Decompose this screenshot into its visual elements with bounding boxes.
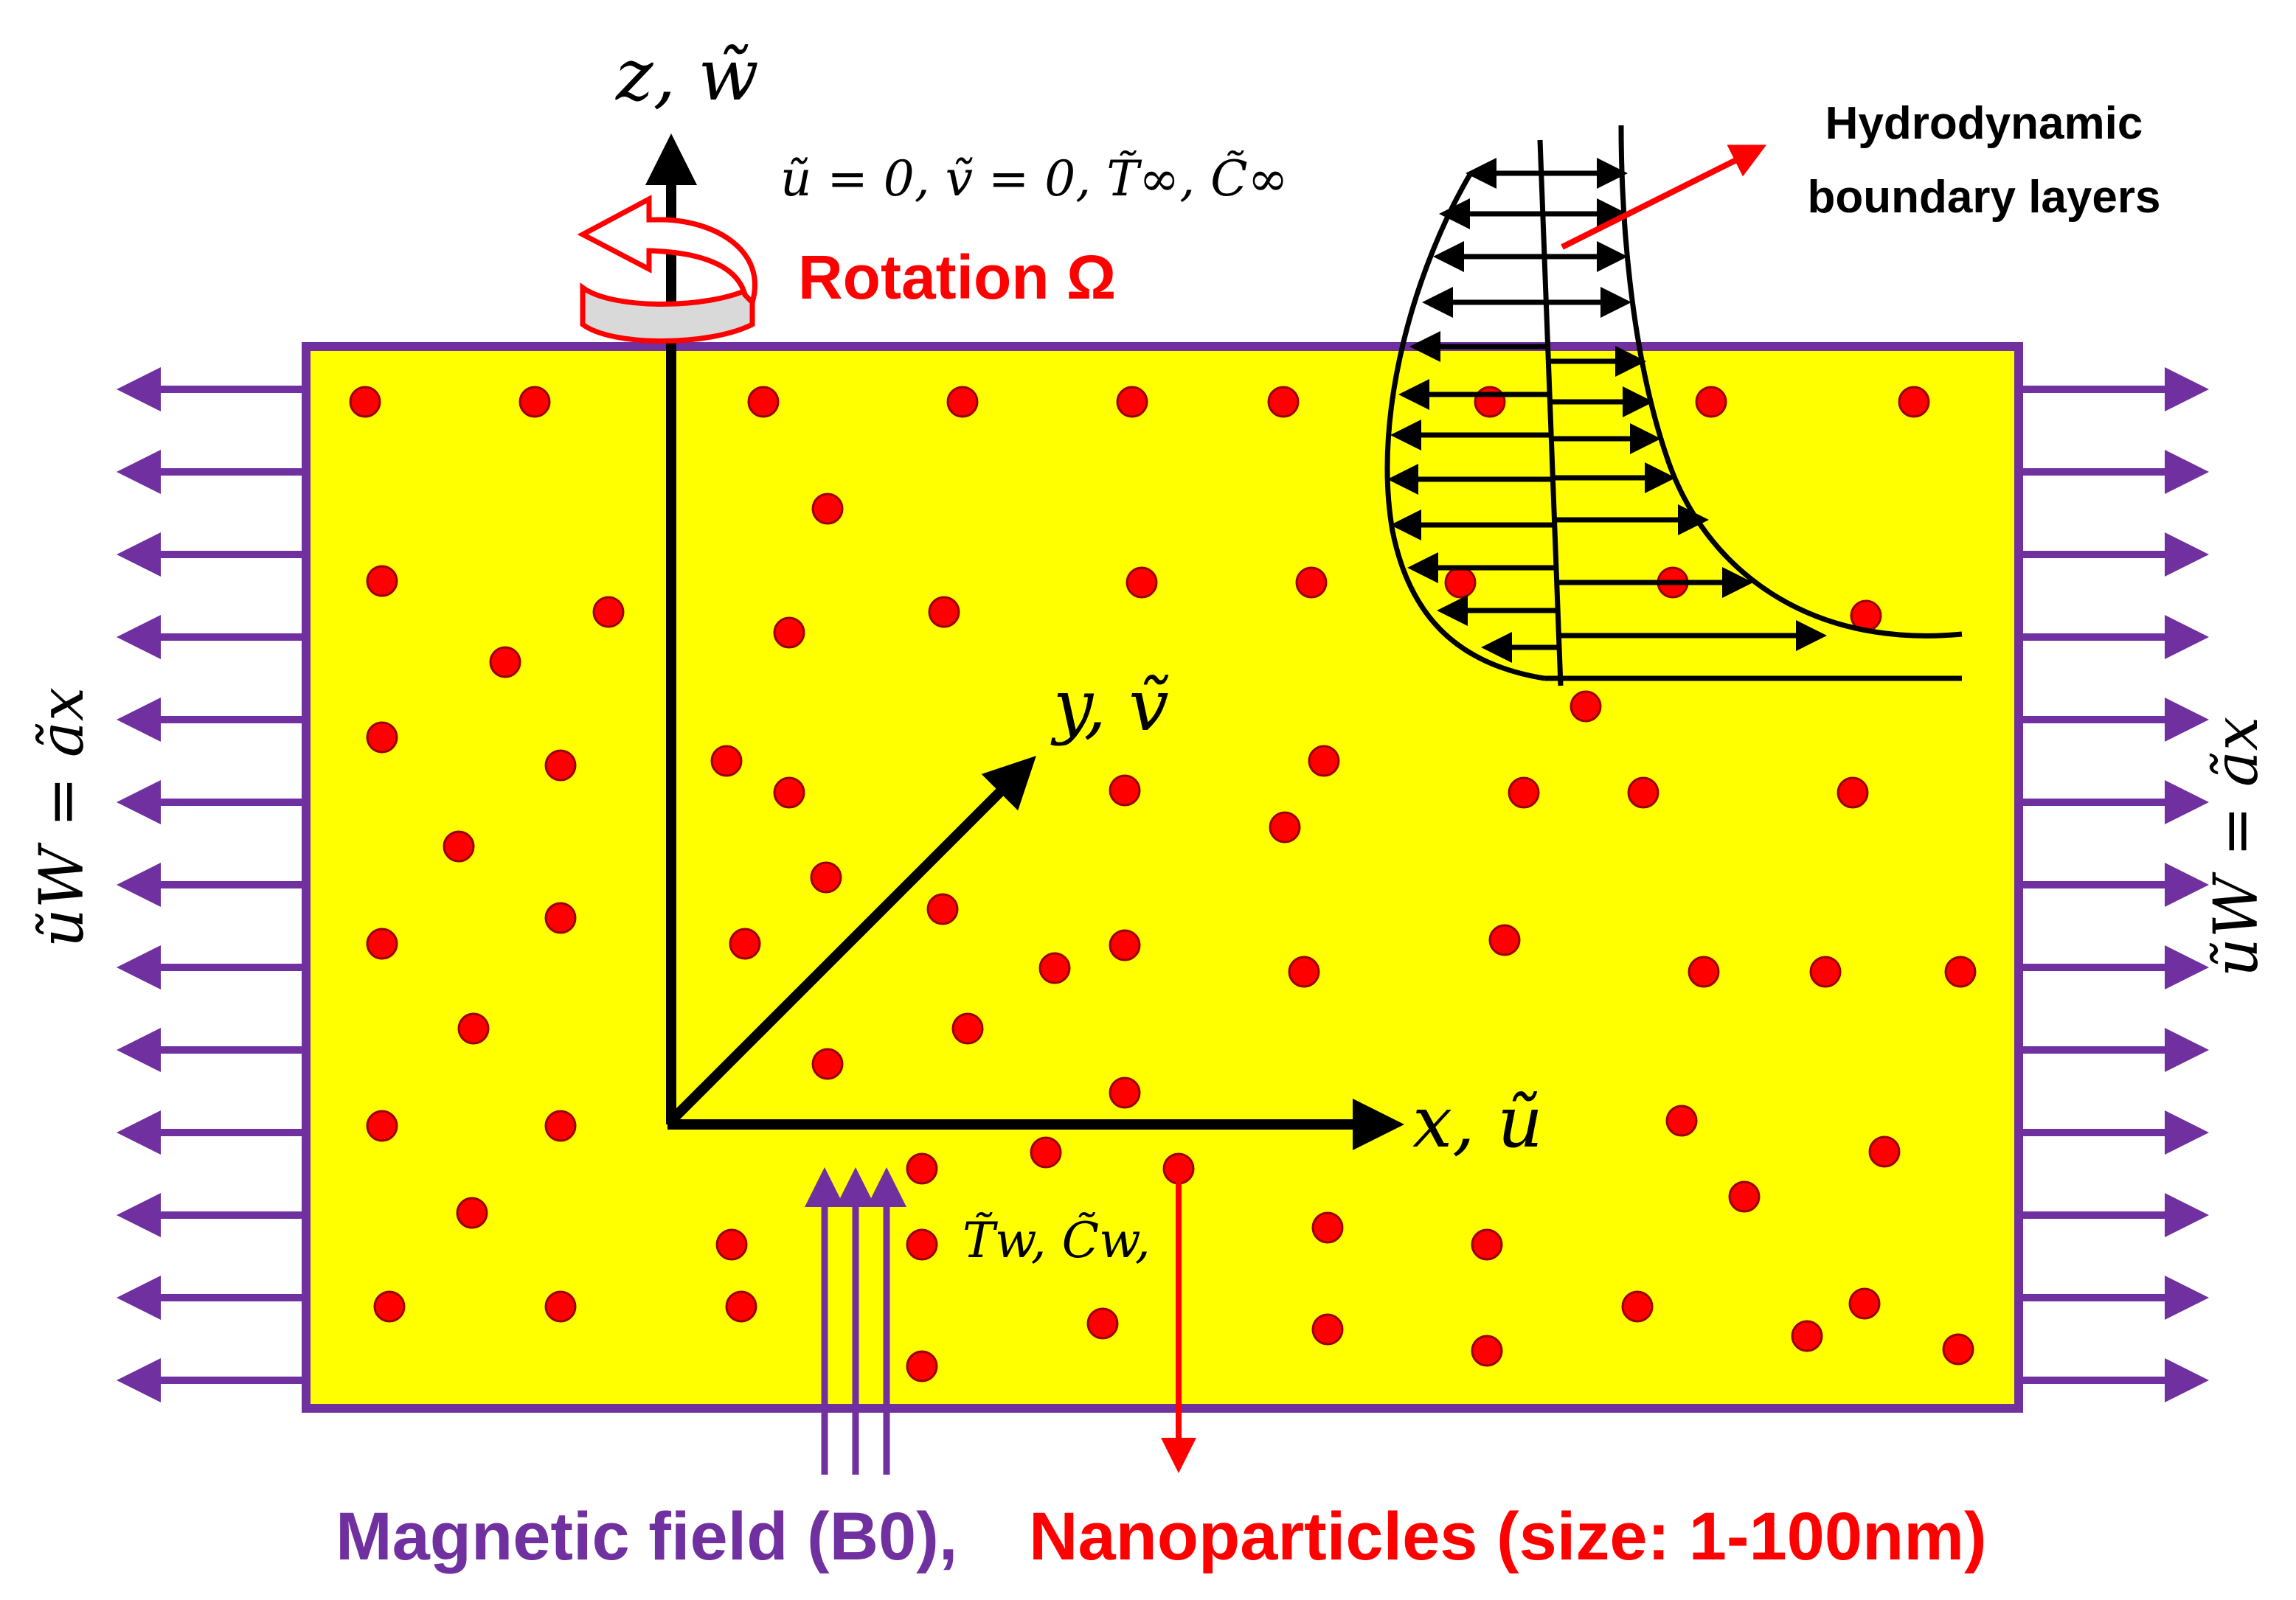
nanoparticle-dot bbox=[544, 902, 577, 934]
z-axis-label: z, w̃ bbox=[615, 34, 759, 116]
nanoparticle-dot bbox=[729, 928, 761, 960]
y-axis-label: y, ṽ bbox=[1050, 664, 1169, 747]
nanoparticle-dot bbox=[1791, 1320, 1823, 1352]
nanoparticle-dot bbox=[373, 1290, 406, 1323]
y-axis bbox=[667, 756, 1036, 1124]
nanoparticle-dot bbox=[1126, 566, 1158, 599]
nanoparticle-dot bbox=[1868, 1135, 1901, 1168]
nanoparticle-dot bbox=[1311, 1211, 1344, 1244]
nanoparticle-dot bbox=[1809, 956, 1842, 988]
nanoparticle-dot bbox=[1162, 1152, 1195, 1185]
nanoparticle-dot bbox=[1295, 566, 1328, 599]
stretching-plate bbox=[302, 342, 2023, 1413]
nanoparticle-dot bbox=[1269, 811, 1301, 844]
nanoparticle-dot bbox=[1695, 386, 1727, 418]
magnetic-field-arrows bbox=[805, 1167, 906, 1475]
nanoparticle-dot bbox=[1030, 1136, 1062, 1169]
magnetic-field-label: Magnetic field (B0), bbox=[336, 1499, 957, 1574]
far-field-condition: ũ = 0, ṽ = 0, T̃∞, C̃∞ bbox=[780, 150, 1289, 207]
nanoparticle-dot bbox=[1288, 956, 1320, 988]
nanoparticle-dot bbox=[489, 646, 521, 678]
right-stretching-velocity: ũW = ãx bbox=[2202, 717, 2272, 977]
boundary-layer-label-line1: Hydrodynamic bbox=[1825, 98, 2143, 149]
nanoparticle-dot bbox=[1474, 386, 1506, 418]
nanoparticle-dot bbox=[1621, 1290, 1654, 1323]
nanoparticle-dot bbox=[366, 721, 398, 754]
nanoparticle-dot bbox=[457, 1012, 490, 1045]
boundary-layer-profile bbox=[1384, 125, 1963, 686]
nanoparticle-dot bbox=[1570, 690, 1602, 723]
nanoparticle-dot bbox=[518, 386, 551, 418]
nanoparticle-dot bbox=[1267, 386, 1300, 418]
nanoparticle-dot bbox=[906, 1350, 938, 1382]
nanoparticle-dot bbox=[906, 1228, 938, 1261]
boundary-layer-right-curve bbox=[1618, 125, 1963, 639]
nanoparticle-dot bbox=[443, 830, 475, 863]
nanoparticle-dot bbox=[1471, 1228, 1503, 1261]
left-stretch-arrows bbox=[117, 367, 306, 1402]
nanoparticle-dot bbox=[1038, 952, 1071, 984]
nanoparticle-dot bbox=[1688, 956, 1720, 988]
nanoparticle-dot bbox=[1898, 386, 1930, 418]
left-stretching-velocity: ũW = ãx bbox=[27, 687, 97, 947]
nanoparticle-dot bbox=[710, 745, 743, 777]
nanoparticle-dot bbox=[1837, 776, 1869, 809]
nanoparticles-label: Nanoparticles (size: 1-100nm) bbox=[1029, 1499, 1987, 1574]
nanoparticle-dot bbox=[1109, 774, 1141, 807]
nanoparticle-dot bbox=[1848, 1287, 1881, 1320]
nanoparticle-dot bbox=[1471, 1335, 1503, 1367]
nanoparticle-dot bbox=[1308, 745, 1340, 777]
nanoparticle-dot bbox=[1728, 1180, 1761, 1213]
boundary-layer-left-curve bbox=[1384, 172, 1545, 681]
nanoparticle-dot bbox=[1944, 956, 1977, 988]
nanoparticle-dot bbox=[906, 1152, 938, 1185]
nanoparticle-dot bbox=[456, 1197, 488, 1229]
nanoparticle-dot bbox=[1508, 776, 1540, 809]
nanoparticle-dot bbox=[1109, 1076, 1141, 1109]
nanoparticle-dot bbox=[1488, 924, 1521, 956]
nanoparticle-dot bbox=[811, 1048, 844, 1080]
nanoparticle-dot bbox=[773, 776, 805, 809]
nanoparticle-dot bbox=[349, 386, 381, 418]
nanoparticle-dot bbox=[544, 1110, 577, 1142]
nanoparticle-dot bbox=[544, 1290, 577, 1323]
nanoparticle-dot bbox=[773, 616, 805, 649]
nanoparticle-dot bbox=[366, 1110, 398, 1142]
nanoparticle-dot bbox=[1109, 929, 1141, 961]
nanoparticle-dot bbox=[1116, 386, 1148, 418]
nanoparticle-dots bbox=[349, 386, 1977, 1382]
nanoparticle-dot bbox=[1627, 776, 1659, 809]
nanoparticle-dot bbox=[928, 596, 960, 628]
nanoparticle-dot bbox=[1942, 1333, 1974, 1366]
nanoparticle-dot bbox=[1665, 1105, 1698, 1137]
x-axis-label: x, ũ bbox=[1412, 1081, 1543, 1164]
nanoparticle-dot bbox=[725, 1290, 757, 1323]
nanoparticle-dot bbox=[592, 596, 625, 628]
right-stretch-arrows bbox=[2019, 367, 2209, 1402]
nanoparticle-dot bbox=[747, 386, 780, 418]
nanoparticle-dot bbox=[1311, 1313, 1344, 1346]
boundary-layer-label-line2: boundary layers bbox=[1808, 172, 2161, 223]
rotation-label: Rotation Ω bbox=[798, 243, 1116, 312]
nanoparticle-dot bbox=[926, 893, 959, 925]
nanoparticle-dot bbox=[366, 928, 398, 960]
nanoparticle-dot bbox=[544, 749, 577, 782]
nanoparticle-dot bbox=[946, 386, 979, 418]
nanoparticle-dot bbox=[951, 1012, 984, 1045]
nanoparticle-dot bbox=[366, 565, 398, 597]
nanoparticle-dot bbox=[715, 1228, 748, 1261]
rotation-arrow-icon bbox=[577, 195, 757, 344]
boundary-layer-pointer-arrow bbox=[1561, 145, 1767, 250]
velocity-profile-arrows bbox=[1387, 158, 1827, 663]
nanoparticle-dot bbox=[1444, 566, 1477, 599]
nanoparticle-dot bbox=[810, 861, 842, 894]
nanoparticle-dot bbox=[1086, 1307, 1119, 1340]
wall-condition: T̃w, C̃w, bbox=[963, 1212, 1151, 1269]
nanoparticle-dot bbox=[811, 493, 844, 525]
